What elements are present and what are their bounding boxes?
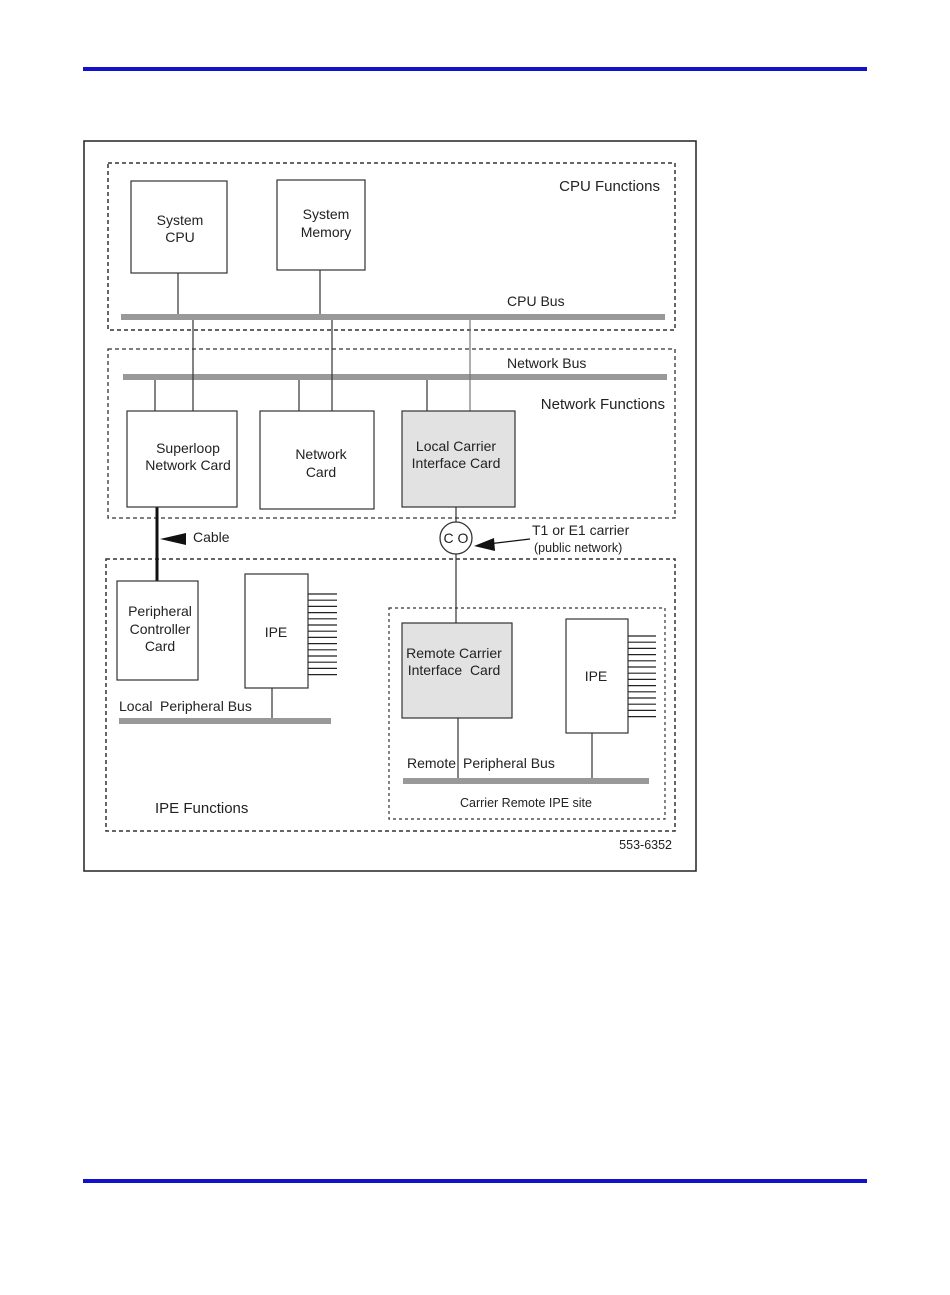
ipe-functions-label: IPE Functions <box>155 800 248 817</box>
remote-carrier-label-2: Interface Card <box>408 662 501 678</box>
network-bus-label: Network Bus <box>507 355 586 371</box>
remote-bus-label-a: Remote <box>407 755 456 771</box>
remote-bus-label-b: Peripheral Bus <box>463 755 555 771</box>
ipe-local-line-fanout <box>308 593 337 676</box>
carrier-arrow-shaft <box>487 538 531 545</box>
co-central-office <box>439 521 473 555</box>
ipe-local-label: IPE <box>265 624 288 640</box>
network-bus <box>123 374 667 380</box>
cpu-bus <box>121 314 665 320</box>
ipe-local-shelf <box>244 573 309 689</box>
cpu-functions-label: CPU Functions <box>559 178 660 195</box>
cable-arrow-head <box>160 533 186 545</box>
co-label: C O <box>444 530 469 546</box>
superloop-label-2: Network Card <box>145 457 231 473</box>
system-cpu-card <box>130 180 228 274</box>
remote-peripheral-bus <box>403 778 649 784</box>
footer-rule <box>83 1179 867 1183</box>
network-card-label-2: Card <box>306 464 336 480</box>
system-cpu-label-1: System <box>157 212 204 228</box>
carrier-label-2: (public network) <box>534 541 622 555</box>
network-card <box>259 410 375 510</box>
carrier-label-1: T1 or E1 carrier <box>532 522 630 538</box>
remote-carrier-interface-card <box>401 622 513 719</box>
cable-label: Cable <box>193 529 230 545</box>
superloop-network-card <box>126 410 238 508</box>
peripheral-controller-label-1: Peripheral <box>128 603 192 619</box>
remote-ipe-site-region <box>388 607 666 820</box>
ipe-remote-line-fanout <box>628 635 656 718</box>
system-memory-label-2: Memory <box>301 224 352 240</box>
local-carrier-label-2: Interface Card <box>412 455 501 471</box>
cpu-functions-region <box>107 162 676 331</box>
local-bus-label-b: Peripheral Bus <box>160 698 252 714</box>
system-memory-label-1: System <box>303 206 350 222</box>
local-bus-label-a: Local <box>119 698 152 714</box>
local-carrier-interface-card <box>401 410 516 508</box>
peripheral-controller-label-3: Card <box>145 638 175 654</box>
connector-lines <box>154 270 593 778</box>
ipe-remote-shelf <box>565 618 629 734</box>
figure-id-label: 553-6352 <box>619 838 672 852</box>
carrier-arrow-head <box>474 538 495 551</box>
network-functions-label: Network Functions <box>541 396 665 413</box>
peripheral-controller-card <box>116 580 199 681</box>
local-peripheral-bus <box>119 718 331 724</box>
peripheral-controller-label-2: Controller <box>130 621 191 637</box>
network-card-label-1: Network <box>295 446 347 462</box>
network-functions-region <box>107 348 676 519</box>
cpu-bus-label: CPU Bus <box>507 293 565 309</box>
local-carrier-label-1: Local Carrier <box>416 438 496 454</box>
system-memory-card <box>276 179 366 271</box>
system-cpu-label-2: CPU <box>165 229 195 245</box>
remote-carrier-label-1: Remote Carrier <box>406 645 502 661</box>
header-rule <box>83 67 867 71</box>
remote-ipe-site-label: Carrier Remote IPE site <box>460 796 592 810</box>
superloop-label-1: Superloop <box>156 440 220 456</box>
ipe-remote-label: IPE <box>585 668 608 684</box>
